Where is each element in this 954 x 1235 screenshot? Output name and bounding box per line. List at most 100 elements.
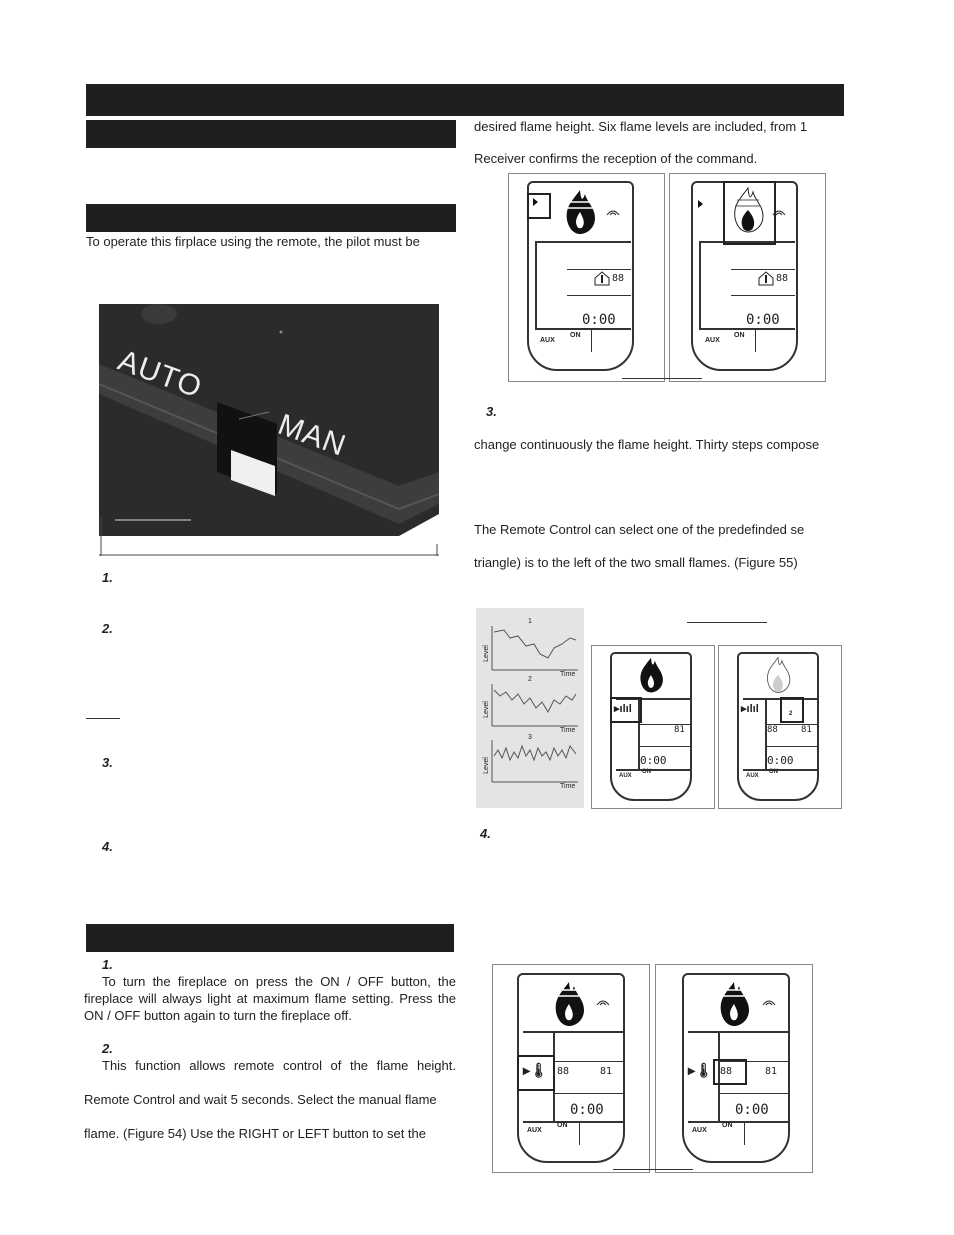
step-3-marker: 3. [102,755,113,770]
lcd-f-divider-3 [720,1093,788,1094]
graph-time-1: Time [560,671,576,678]
lcd-on-f: ON [722,1122,733,1129]
lcd-e-divider-1 [523,1031,623,1033]
onoff-text: To turn the fireplace on press the ON / … [84,974,456,1023]
continuous-text: change continuously the flame height. Th… [474,437,820,452]
desired-height-text: desired flame height. Six flame levels a… [474,119,808,134]
flame-icon-e [555,982,584,1026]
lcd-a-divider-1 [535,241,631,243]
thermometer-icon-e: ▸🌡 [523,1062,548,1078]
onoff-step-marker: 1. [102,957,113,972]
lcd-set-temp-c: 81 [674,725,685,735]
switch-photo: AUTO MAN [98,304,440,556]
lcd-d-vertical [765,698,767,770]
lcd-e-divider-3 [555,1093,623,1094]
flame-icon-d [767,656,791,693]
section-bar-1 [86,120,456,148]
figure-caption-underline-3 [613,1169,693,1170]
highlight-box-thermometer [517,1055,555,1091]
lcd-a-divider-3 [567,295,631,296]
step-4-marker: 4. [102,839,113,854]
underline-mark [86,718,120,719]
signal-icon-e [596,1000,610,1006]
thermo-house-icon-a [594,271,610,286]
switch-photo-image [98,304,440,556]
remote-wait-text: Remote Control and wait 5 seconds. Selec… [84,1092,437,1107]
lcd-temp-a: 88 [612,273,625,284]
lcd-a-vertical-2 [591,330,592,352]
lcd-set-temp-f: 81 [765,1066,778,1077]
lcd-temp-f: 88 [720,1066,733,1077]
signal-icon-a [606,210,620,216]
highlight-box-temp [713,1059,747,1085]
flame-icon-c [640,657,663,693]
small-flames-icon-c: ▸ılıl [614,703,632,715]
section-bar-3 [86,924,454,952]
triangle-icon-a [533,198,538,206]
figure-ref-text: flame. (Figure 54) Use the RIGHT or LEFT… [84,1126,426,1141]
lcd-a-divider-4 [535,328,631,330]
lcd-aux-a: AUX [540,337,555,344]
remote-intro-text: To operate this firplace using the remot… [86,234,420,249]
highlight-box-sequence [780,697,804,723]
sequence-number: 2 [789,711,793,717]
lcd-aux-b: AUX [705,337,720,344]
thermo-house-icon-b [758,271,774,286]
lcd-aux-e: AUX [527,1127,542,1134]
graph-time-2: Time [560,727,576,734]
lcd-on-e: ON [557,1122,568,1129]
graph-time-3: Time [560,783,576,790]
graph-level-2: Level [482,701,490,718]
signal-icon-b [772,210,786,216]
graph-number-2: 2 [528,676,532,683]
lcd-on-c: ON [642,769,651,775]
figure-caption-underline-2 [687,622,767,623]
lcd-on-d: ON [769,769,778,775]
lcd-b-divider-1 [699,241,795,243]
lcd-time-f: 0:00 [735,1102,769,1118]
lcd-c-divider-1 [616,698,690,700]
graph-level-3: Level [482,757,490,774]
lcd-d-divider-4 [743,769,817,771]
small-flames-icon-d: ▸ılıl [741,703,759,715]
flame-icon-a [566,190,595,234]
right-step-3-marker: 3. [486,404,497,419]
lcd-temp-e: 88 [557,1066,570,1077]
lcd-time-c: 0:00 [640,754,667,767]
lcd-a-divider-2 [567,269,631,270]
lcd-set-temp-e: 81 [600,1066,613,1077]
lcd-d-divider-3 [767,746,817,747]
lcd-time-e: 0:00 [570,1102,604,1118]
thermometer-icon-f: ▸🌡 [688,1062,713,1078]
lcd-time-d: 0:00 [767,754,794,767]
flame-height-text: This function allows remote control of t… [102,1058,456,1073]
lcd-c-divider-2 [640,724,690,725]
lcd-f-divider-2 [720,1061,788,1062]
lcd-b-divider-4 [699,328,795,330]
triangle-icon-b [698,200,703,208]
section-bar-2 [86,204,456,232]
graph-number-3: 3 [528,734,532,741]
lcd-set-temp-d: 81 [801,725,812,735]
right-step-4-marker: 4. [480,826,491,841]
graph-level-1: Level [482,645,490,662]
lcd-aux-c: AUX [619,773,632,779]
lcd-c-divider-3 [640,746,690,747]
highlight-box-small-flames [610,697,642,723]
lcd-d-divider-2 [767,724,817,725]
figure-caption-underline-1 [622,378,702,379]
receiver-text: Receiver confirms the reception of the c… [474,151,758,166]
lcd-aux-f: AUX [692,1127,707,1134]
lcd-c-divider-4 [616,769,690,771]
lcd-on-b: ON [734,332,745,339]
lcd-f-vertical [718,1031,720,1121]
flame-icon-b [734,186,764,233]
lcd-b-vertical-2 [755,330,756,352]
sequence-graphs [491,626,578,783]
lcd-f-divider-4 [688,1121,788,1123]
predefined-text: The Remote Control can select one of the… [474,522,805,537]
step-1-marker: 1. [102,570,113,585]
highlight-box-triangle [527,193,551,219]
flame-icon-f [720,982,749,1026]
page-header-bar [86,84,844,116]
